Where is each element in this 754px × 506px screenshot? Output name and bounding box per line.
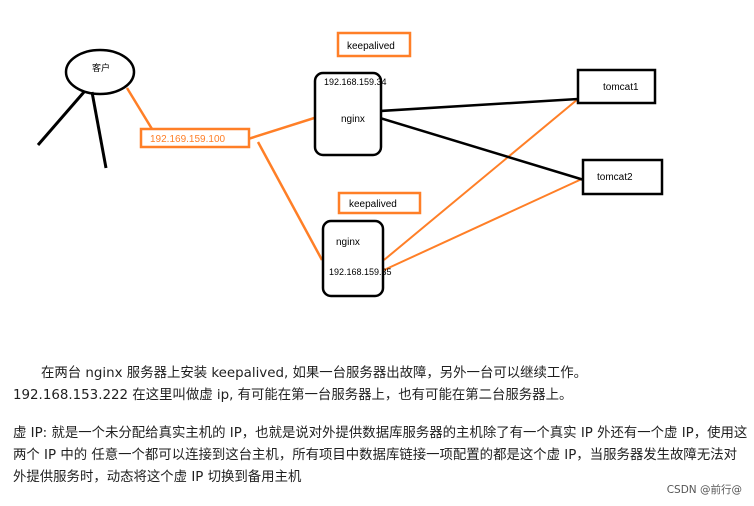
client-left-leg (36, 91, 86, 146)
nginx-top-ip: 192.168.159.34 (324, 77, 387, 87)
keepalived-bottom-box (337, 191, 422, 215)
architecture-diagram: 客户 192.169.159.100 keepalived 192.168.15… (36, 31, 664, 298)
link-vip-nginx-bottom (256, 141, 324, 261)
intro-line-1: 在两台 nginx 服务器上安装 keepalived, 如果一台服务器出故障，… (41, 366, 588, 381)
nginx-bottom-name: nginx (336, 237, 360, 248)
vip-box (139, 127, 251, 149)
client-head (64, 48, 136, 96)
vip-label: 192.169.159.100 (150, 134, 226, 145)
nginx-bottom-ip: 192.168.159.35 (329, 267, 392, 277)
csdn-watermark: CSDN @前行@ (666, 484, 742, 496)
tomcat1-label: tomcat1 (603, 82, 639, 93)
tomcat1-box (576, 68, 657, 105)
nginx-top-name: nginx (341, 114, 365, 125)
keepalived-bottom-label: keepalived (349, 199, 397, 210)
nginx-top-box (313, 71, 383, 157)
intro-line-2: 192.168.153.222 在这里叫做虚 ip, 有可能在第一台服务器上，也… (13, 388, 573, 403)
link-nginx-top-tomcat1 (379, 97, 579, 113)
link-nginx-bottom-tomcat2 (383, 177, 585, 271)
keepalived-top-box (336, 31, 412, 58)
keepalived-top-label: keepalived (347, 41, 395, 52)
vip-explanation-paragraph: 虚 IP: 就是一个未分配给真实主机的 IP，也就是说对外提供数据库服务器的主机… (13, 426, 748, 485)
link-client-vip (125, 87, 154, 130)
link-nginx-bottom-tomcat1 (383, 98, 579, 261)
link-nginx-top-tomcat2 (379, 116, 585, 182)
intro-paragraph: 在两台 nginx 服务器上安装 keepalived, 如果一台服务器出故障，… (13, 363, 748, 407)
nginx-bottom-box (321, 219, 385, 298)
tomcat2-box (581, 158, 664, 196)
client-label: 客户 (92, 62, 110, 73)
tomcat2-label: tomcat2 (597, 172, 633, 183)
client-right-leg (90, 91, 108, 169)
